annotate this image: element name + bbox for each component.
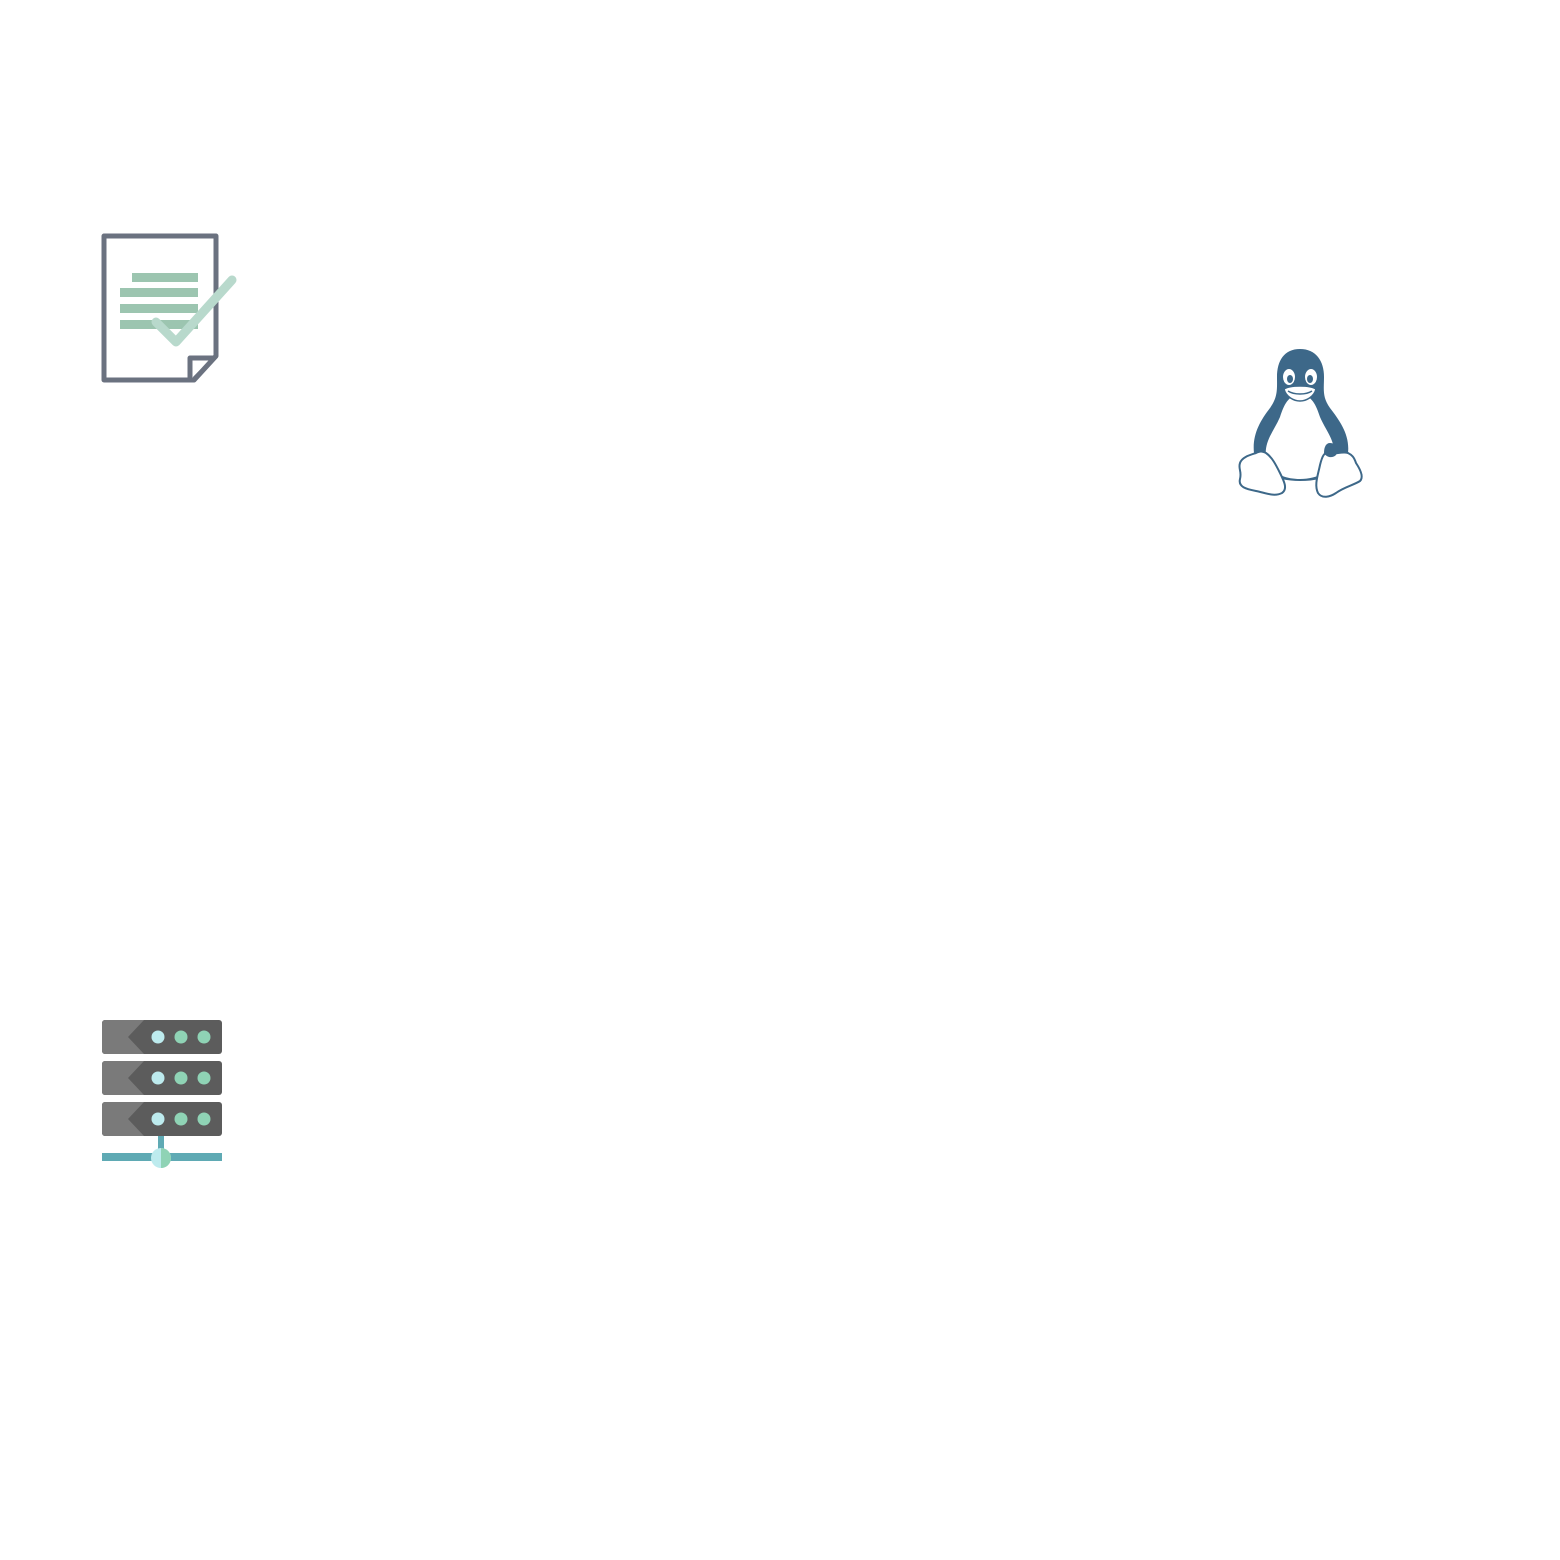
server-unit-3	[102, 1102, 222, 1136]
linux-tux-icon	[1238, 349, 1363, 498]
document-checklist-icon	[101, 233, 237, 383]
server-unit-1	[102, 1020, 222, 1054]
server-unit-2	[102, 1061, 222, 1095]
server-rack-icon	[102, 1020, 222, 1168]
